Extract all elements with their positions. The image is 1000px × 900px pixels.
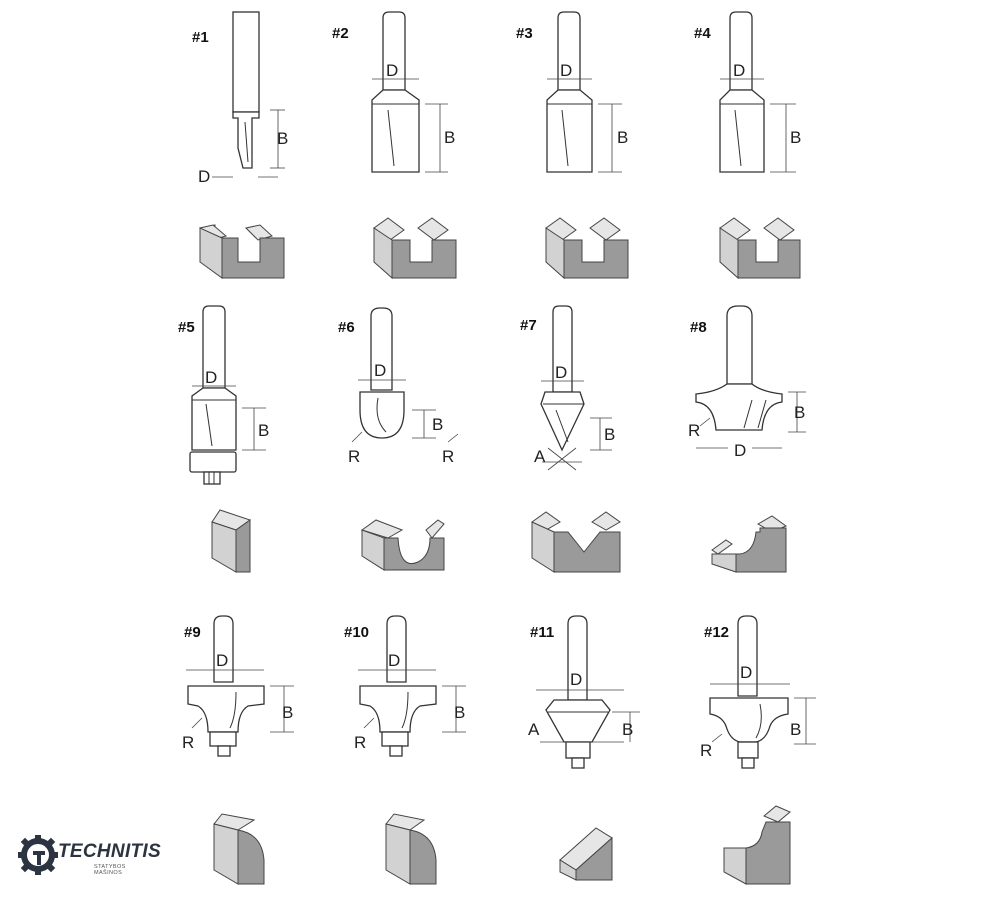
bit-label-2: #2 <box>332 25 349 42</box>
dim-r-12: R <box>700 741 712 760</box>
dim-d-6: D <box>374 361 386 380</box>
profile-7 <box>531 511 621 573</box>
dim-r-6a: R <box>348 447 360 466</box>
profile-8 <box>711 515 788 573</box>
bit-label-8: #8 <box>690 319 707 336</box>
bit-9: #9 D B R <box>182 615 294 757</box>
profile-10 <box>385 813 437 885</box>
bit-label-12: #12 <box>704 624 729 641</box>
profile-4 <box>719 217 801 280</box>
dim-b-12: B <box>790 720 801 739</box>
dim-d-4: D <box>733 61 745 80</box>
dim-b-9: B <box>282 703 293 722</box>
dim-d-2: D <box>386 61 398 80</box>
dim-b-5: B <box>258 421 269 440</box>
bit-label-7: #7 <box>520 317 537 334</box>
dim-d-7: D <box>555 363 567 382</box>
bit-2: #2 D B <box>332 11 455 173</box>
dim-d-11: D <box>570 670 582 689</box>
dim-b-11: B <box>622 720 633 739</box>
dim-d-12: D <box>740 663 752 682</box>
bit-4: #4 D B <box>694 11 801 173</box>
dim-d-5: D <box>205 368 217 387</box>
bit-label-3: #3 <box>516 25 533 42</box>
bit-label-5: #5 <box>178 319 195 336</box>
dim-r-9: R <box>182 733 194 752</box>
dim-d-1: D <box>198 167 210 186</box>
bit-label-1: #1 <box>192 29 209 46</box>
profile-1 <box>199 224 285 279</box>
profile-12 <box>723 805 791 885</box>
dim-b-10: B <box>454 703 465 722</box>
bit-5: #5 D B <box>178 305 269 485</box>
bit-11: #11 D B A <box>528 615 640 769</box>
dim-a-11: A <box>528 720 540 739</box>
bit-8: #8 B D R <box>688 305 806 460</box>
dim-d-10: D <box>388 651 400 670</box>
dim-r-10: R <box>354 733 366 752</box>
dim-a-7: A <box>534 447 546 466</box>
profile-9 <box>213 813 265 885</box>
bit-label-6: #6 <box>338 319 355 336</box>
bit-label-11: #11 <box>530 624 554 641</box>
logo-name: TECHNITIS <box>58 841 161 862</box>
gear-icon <box>18 835 58 875</box>
dim-b-3: B <box>617 128 628 147</box>
bit-7: #7 D B A <box>520 305 615 471</box>
dim-r-6b: R <box>442 447 454 466</box>
bit-label-9: #9 <box>184 624 201 641</box>
bit-label-10: #10 <box>344 624 369 641</box>
dim-b-6: B <box>432 415 443 434</box>
profile-2 <box>373 217 457 280</box>
dim-d-8: D <box>734 441 746 460</box>
profile-6 <box>360 519 445 571</box>
profile-3 <box>545 217 629 280</box>
dim-b-8: B <box>794 403 805 422</box>
dim-d-9: D <box>216 651 228 670</box>
dim-b-7: B <box>604 425 615 444</box>
dim-d-3: D <box>560 61 572 80</box>
bit-12: #12 D B R <box>700 615 816 769</box>
technitis-logo[interactable]: TECHNITIS STATYBOS MAŠINOS <box>18 833 161 883</box>
dim-b-1: B <box>277 129 288 148</box>
dim-b-4: B <box>790 128 801 147</box>
bit-1: #1 B D <box>192 11 288 186</box>
bit-label-4: #4 <box>694 25 711 42</box>
dim-b-2: B <box>444 128 455 147</box>
bit-10: #10 D B R <box>344 615 466 757</box>
bit-6: #6 D B R R <box>338 307 459 466</box>
dim-r-8: R <box>688 421 700 440</box>
logo-tagline: STATYBOS MAŠINOS <box>94 864 126 876</box>
profile-11 <box>559 827 613 881</box>
bit-3: #3 D B <box>516 11 628 173</box>
profile-5 <box>211 509 252 573</box>
